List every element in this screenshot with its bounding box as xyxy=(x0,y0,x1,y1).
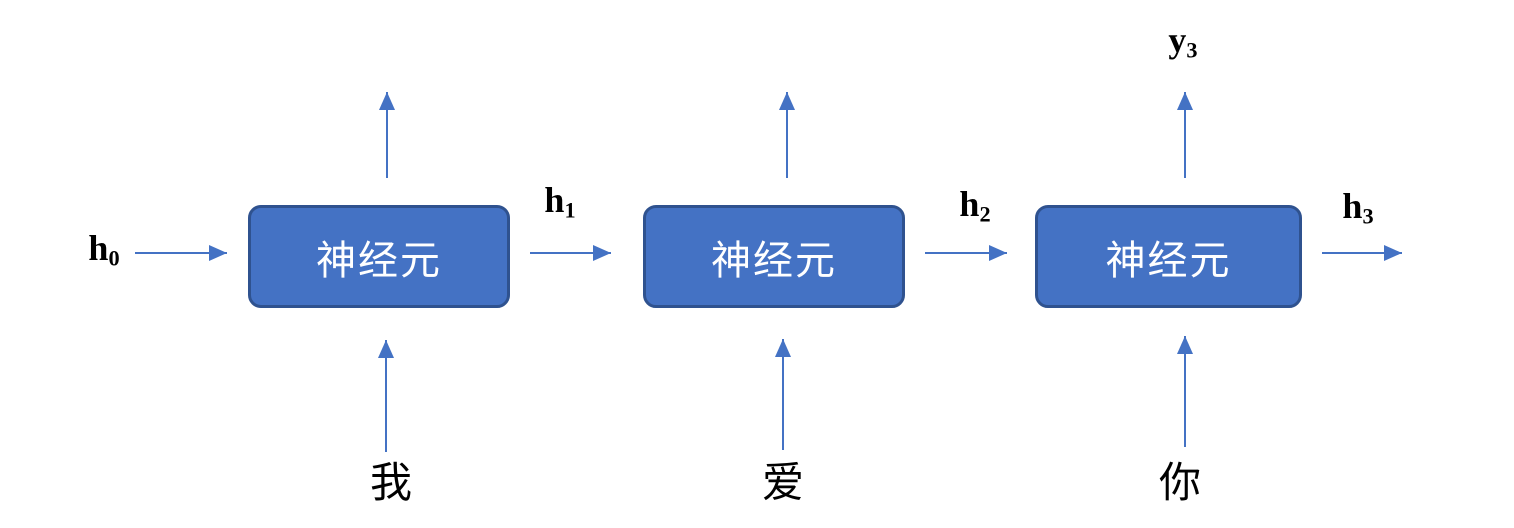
input-word-3: 你 xyxy=(1158,459,1201,506)
output-label-y3: y3 xyxy=(1168,20,1198,63)
hidden-state-label-h0: h0 xyxy=(88,228,120,271)
rnn-cell-1-label: 神经元 xyxy=(316,238,442,283)
input-word-1: 我 xyxy=(369,459,412,506)
rnn-cell-3: 神经元 xyxy=(1035,205,1302,308)
hidden-state-label-h1: h1 xyxy=(544,180,576,223)
rnn-cell-2: 神经元 xyxy=(643,205,905,308)
rnn-cell-2-label: 神经元 xyxy=(711,238,837,283)
hidden-state-label-h3: h3 xyxy=(1342,186,1374,229)
input-word-2: 爱 xyxy=(761,459,804,506)
hidden-state-label-h2: h2 xyxy=(959,184,991,227)
rnn-cell-1: 神经元 xyxy=(248,205,510,308)
rnn-cell-3-label: 神经元 xyxy=(1105,238,1232,283)
